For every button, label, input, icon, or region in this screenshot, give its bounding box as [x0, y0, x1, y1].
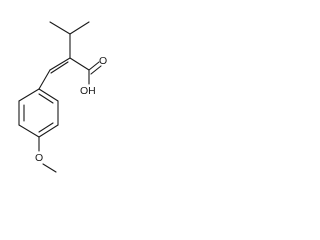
- ring-bond-4: [18, 124, 40, 138]
- atom-label-carbonyl-oxygen: O: [99, 55, 107, 67]
- ring-inner-double-1: [38, 93, 54, 104]
- bond-carbonyl-1: [88, 61, 100, 71]
- bond-alkene-to-carboxyl: [69, 57, 90, 71]
- ring-bond-6: [18, 88, 40, 102]
- bond-alkene-double: [50, 61, 69, 74]
- atom-label-ether-oxygen: O: [35, 152, 43, 164]
- ring-bond-3: [38, 124, 59, 138]
- bond-ether-oxygen-to-methyl: [42, 163, 57, 173]
- ring-inner-double-2: [38, 122, 54, 133]
- bond-isopropyl-methyl-left: [49, 21, 71, 35]
- bond-isopropyl-methyl-right: [69, 21, 90, 35]
- bond-alkene-single: [49, 57, 71, 71]
- atom-label-hydroxyl: OH: [80, 85, 96, 97]
- bond-carbonyl-2: [90, 65, 102, 75]
- ring-bond-1: [38, 88, 59, 102]
- bond-vinyl-to-ring: [38, 69, 51, 90]
- structure-diagram: O OH O: [18, 21, 107, 173]
